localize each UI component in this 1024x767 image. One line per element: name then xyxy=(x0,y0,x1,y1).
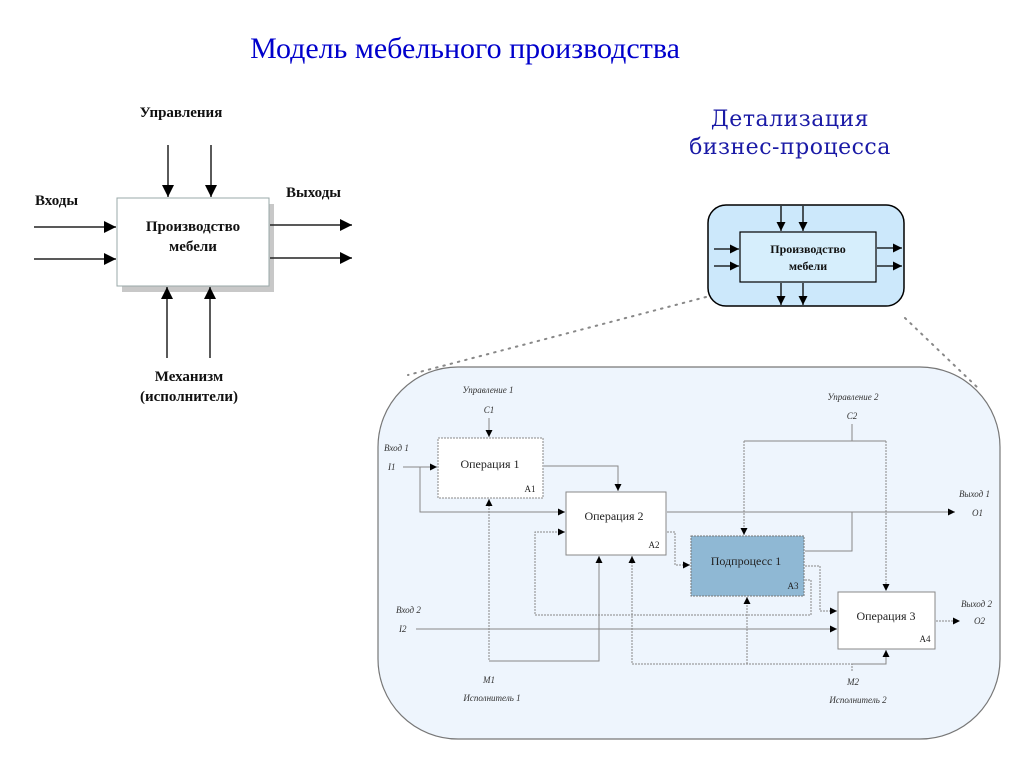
operation-3-id: A4 xyxy=(920,634,931,644)
operation-2-box xyxy=(565,491,667,556)
mechanism-2-name: Исполнитель 2 xyxy=(828,695,887,705)
mechanism-2-to-op2-arrow xyxy=(628,556,853,671)
control-2-branch xyxy=(744,424,886,442)
controls-label: Управления xyxy=(140,105,223,121)
operation-1-label: Операция 1 xyxy=(460,457,519,471)
mini-box-label-1: Производство xyxy=(770,242,846,256)
output-1-name: Выход 1 xyxy=(959,489,990,499)
context-diagram: Производство мебели Управления Входы Вых… xyxy=(34,98,364,410)
input-1-to-op2-arrow xyxy=(419,467,565,516)
control-2-code: C2 xyxy=(847,411,858,421)
operation-1-id: A1 xyxy=(525,484,536,494)
decomposition-container xyxy=(377,366,1001,740)
output-2-code: O2 xyxy=(974,616,985,626)
input-2-code: I2 xyxy=(398,624,407,634)
slide-title: Модель мебельного производства xyxy=(250,32,680,65)
mechanism-1-name: Исполнитель 1 xyxy=(462,693,520,703)
op1-to-op2-arrow xyxy=(544,465,622,491)
control-1-name: Управление 1 xyxy=(462,385,513,395)
subtitle: Детализация бизнес-процесса xyxy=(660,106,920,162)
operation-2-id: A2 xyxy=(649,540,660,550)
subprocess-to-op3-arrow xyxy=(805,565,837,615)
operation-3-box xyxy=(837,591,936,650)
subprocess-1-id: A3 xyxy=(788,581,799,591)
control-1-code: C1 xyxy=(484,405,495,415)
subprocess-1-label: Подпроцесс 1 xyxy=(711,554,782,568)
zoom-line-right xyxy=(904,317,979,389)
subprocess-1-box xyxy=(690,535,805,597)
mechanism-label-1: Механизм xyxy=(155,369,223,385)
context-process-box xyxy=(116,197,270,287)
op2-to-subprocess-arrow xyxy=(667,531,690,569)
inputs-label: Входы xyxy=(35,193,78,209)
context-box-label-2: мебели xyxy=(169,239,217,255)
input-1-name: Вход 1 xyxy=(384,443,409,453)
outputs-label: Выходы xyxy=(286,185,341,201)
mechanism-2-code: M2 xyxy=(846,677,859,687)
subprocess-to-output-1 xyxy=(805,512,853,552)
context-box-label-1: Производство xyxy=(146,219,240,235)
input-2-name: Вход 2 xyxy=(396,605,421,615)
mechanism-label-2: (исполнители) xyxy=(140,389,238,405)
operation-1-box xyxy=(437,437,544,499)
feedback-to-op2-arrow xyxy=(534,528,812,616)
operation-3-label: Операция 3 xyxy=(856,609,915,623)
mechanism-1-to-op2-arrow xyxy=(489,556,603,662)
output-2-name: Выход 2 xyxy=(961,599,993,609)
decomposition-diagram: Операция 1 A1 Операция 2 A2 Подпроцесс 1… xyxy=(377,366,1001,740)
zoom-line-left xyxy=(407,296,707,376)
output-1-code: O1 xyxy=(972,508,983,518)
mechanism-2-to-op3-arrow xyxy=(852,650,890,665)
mini-diagram: Производство мебели xyxy=(707,204,905,307)
operation-2-label: Операция 2 xyxy=(584,509,643,523)
subtitle-line-1: Детализация xyxy=(710,107,870,132)
input-1-code: I1 xyxy=(387,462,396,472)
subtitle-line-2: бизнес-процесса xyxy=(689,135,891,160)
mini-box-label-2: мебели xyxy=(789,259,827,273)
mechanism-1-code: M1 xyxy=(482,675,495,685)
mini-process-box xyxy=(739,231,877,283)
control-2-name: Управление 2 xyxy=(827,392,879,402)
